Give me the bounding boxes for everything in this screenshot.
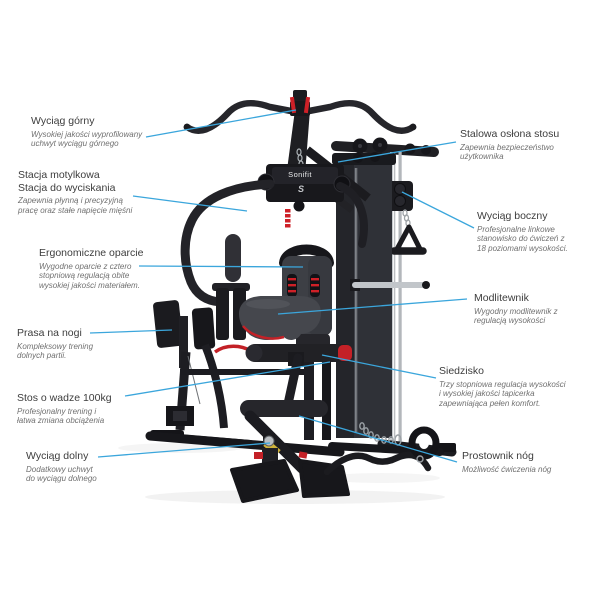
callout-wyciag-boczny: Wyciąg boczny Profesjonalne linkowe stan… bbox=[477, 210, 568, 254]
callout-title: Stacja motylkowa Stacja do wyciskania bbox=[18, 169, 116, 194]
callout-title: Stalowa osłona stosu bbox=[460, 128, 560, 140]
callout-stalowa-oslona: Stalowa osłona stosu Zapewnia bezpieczeń… bbox=[460, 128, 559, 162]
callout-line-wyciag-gorny bbox=[145, 109, 297, 138]
callout-title: Wyciąg dolny bbox=[26, 450, 89, 462]
lat-pulldown-bar bbox=[183, 90, 417, 134]
chrome-rail bbox=[398, 152, 402, 442]
callout-line-siedzisko bbox=[321, 354, 437, 379]
callout-title: Wyciąg górny bbox=[31, 115, 95, 127]
callout-title: Prasa na nogi bbox=[17, 327, 82, 339]
brand-logo-mark: S bbox=[298, 184, 304, 194]
callout-description: Dodatkowy uchwyt do wyciągu dolnego bbox=[26, 464, 97, 484]
callout-ergonomiczne-oparcie: Ergonomiczne oparcie Wygodne oparcie z c… bbox=[39, 247, 143, 291]
callout-description: Możliwość ćwiczenia nóg bbox=[462, 464, 552, 474]
head-unit: Sonifit S bbox=[257, 164, 351, 228]
callout-line-modlitewnik bbox=[277, 298, 468, 315]
base-frame bbox=[145, 410, 444, 503]
foot-plate bbox=[298, 459, 350, 498]
leg-extension-rollers bbox=[240, 344, 352, 417]
carriage-chain bbox=[402, 209, 411, 227]
callout-description: Kompleksowy trening dolnych partii. bbox=[17, 341, 94, 361]
low-pulley bbox=[263, 435, 275, 447]
press-arms bbox=[180, 179, 368, 340]
accessories bbox=[323, 422, 440, 476]
red-striped-grips bbox=[287, 274, 320, 297]
red-piping bbox=[242, 325, 285, 340]
callout-line-oslona bbox=[337, 141, 457, 163]
callout-wyciag-gorny: Wyciąg górny Wysokiej jakości wyprofilow… bbox=[31, 115, 142, 149]
callout-line-prasa bbox=[89, 329, 173, 334]
callout-description: Wygodny modlitewnik z regulacją wysokośc… bbox=[474, 306, 558, 326]
callout-prasa-na-nogi: Prasa na nogi Kompleksowy trening dolnyc… bbox=[17, 327, 93, 361]
callout-line-stos bbox=[124, 361, 331, 397]
callout-wyciag-dolny: Wyciąg dolny Dodatkowy uchwyt do wyciągu… bbox=[26, 450, 97, 484]
callout-line-oparcie bbox=[138, 265, 304, 268]
callout-title: Ergonomiczne oparcie bbox=[39, 247, 144, 259]
red-stripe bbox=[285, 209, 291, 228]
callout-description: Zapewnia płynną i precyzyjną pracę oraz … bbox=[18, 196, 133, 215]
callout-title: Prostownik nóg bbox=[462, 450, 534, 462]
callout-modlitewnik: Modlitewnik Wygodny modlitewnik z regula… bbox=[474, 292, 558, 326]
callout-description: Trzy stopniowa regulacja wysokości i wys… bbox=[439, 379, 566, 409]
chrome-handle-bar bbox=[352, 282, 426, 288]
callout-title: Wyciąg boczny bbox=[477, 210, 548, 222]
callout-line-wyciag-dolny bbox=[97, 442, 271, 458]
callout-prostownik-nog: Prostownik nóg Możliwość ćwiczenia nóg bbox=[462, 450, 551, 474]
callout-description: Wygodne oparcie z cztero stopniową regul… bbox=[39, 261, 140, 291]
callout-description: Zapewnia bezpieczeństwo użytkownika bbox=[460, 142, 554, 162]
callout-title: Stos o wadze 100kg bbox=[17, 392, 112, 404]
callout-title: Siedzisko bbox=[439, 365, 484, 377]
red-clip bbox=[303, 96, 311, 114]
brand-logo-text: Sonifit bbox=[288, 170, 312, 179]
callout-description: Profesjonalne linkowe stanowisko do ćwic… bbox=[477, 224, 568, 254]
foam-grip bbox=[225, 234, 241, 282]
accessory-ankle-strap bbox=[408, 426, 440, 463]
callout-line-stacja bbox=[132, 195, 248, 212]
foot-plate bbox=[230, 459, 299, 503]
callout-line-prostownik bbox=[298, 415, 458, 463]
callout-stacja-motylkowa: Stacja motylkowa Stacja do wyciskania Za… bbox=[18, 169, 132, 216]
callout-line-wyciag-boczny bbox=[401, 191, 475, 229]
red-piping bbox=[213, 344, 252, 354]
callout-description: Wysokiej jakości wyprofilowany uchwyt wy… bbox=[31, 129, 143, 149]
callout-description: Profesjonalny trening i łatwa zmiana obc… bbox=[17, 406, 105, 426]
callout-siedzisko: Siedzisko Trzy stopniowa regulacja wysok… bbox=[439, 365, 566, 409]
red-clip bbox=[289, 96, 297, 114]
callout-stos-100kg: Stos o wadze 100kg Profesjonalny trening… bbox=[17, 392, 112, 426]
weight-stack-tower bbox=[332, 152, 430, 438]
triangle-handle bbox=[390, 224, 427, 255]
callout-title: Modlitewnik bbox=[474, 292, 529, 304]
callout-lines bbox=[89, 109, 475, 463]
